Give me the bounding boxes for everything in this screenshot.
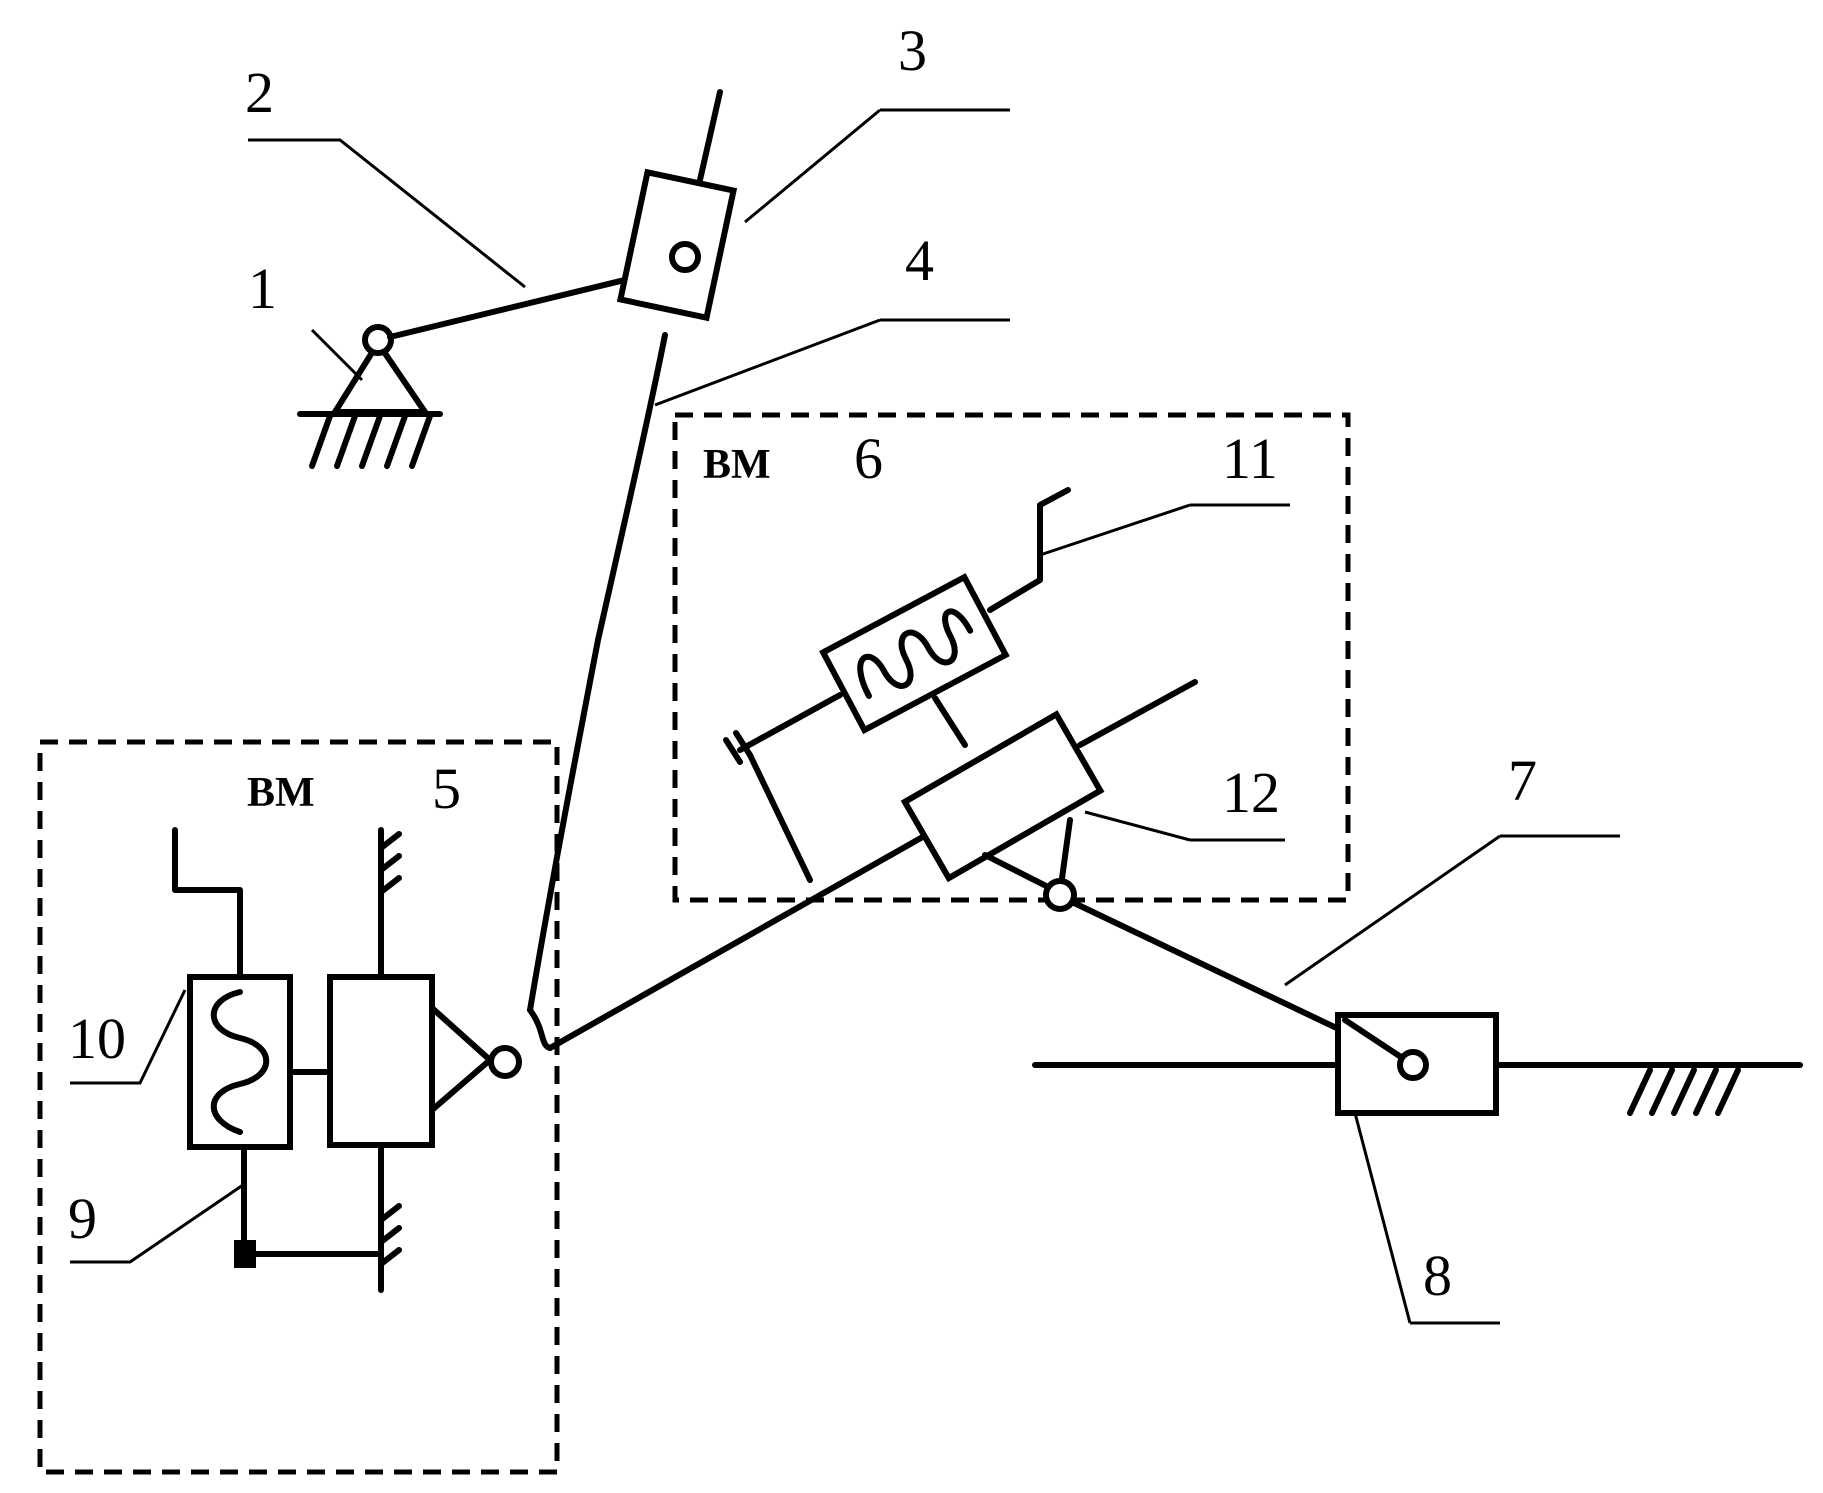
actuator-block-5: [330, 977, 490, 1145]
lower-spring-guide: [381, 1145, 399, 1290]
hydraulic-cylinder-12: [905, 714, 1101, 878]
label-12: 12: [1222, 760, 1280, 825]
cylinder-piston-rod: [1080, 682, 1195, 745]
bellows-11: [823, 577, 1006, 730]
label-3: 3: [898, 18, 927, 83]
label-5: 5: [432, 756, 461, 821]
coupler-link: [530, 830, 935, 1048]
upper-spring-guide: [381, 830, 399, 977]
bellows-10: [190, 977, 290, 1147]
label-4: 4: [905, 228, 934, 293]
fixed-pivot-support: [300, 327, 440, 466]
right-ground-hatch: [1630, 1070, 1738, 1113]
pipe-end-block: [234, 1240, 256, 1268]
label-1: 1: [248, 256, 277, 321]
label-11: 11: [1222, 426, 1278, 491]
bm-unit-5-boundary: [40, 742, 557, 1472]
output-joint-pin: [1046, 881, 1074, 909]
slider-8-pin: [1400, 1052, 1426, 1078]
support-arm: [750, 755, 810, 880]
slider-pin: [672, 244, 698, 270]
bellows-11-cylinder-link: [935, 698, 965, 745]
label-8: 8: [1423, 1243, 1452, 1308]
bellows-inlet-pipe: [175, 830, 240, 977]
label-9: 9: [68, 1186, 97, 1251]
label-7: 7: [1508, 748, 1537, 813]
label-bm-left: BM: [247, 770, 315, 816]
label-bm-right: BM: [703, 442, 771, 488]
bellows-11-inlet-pipe: [740, 695, 840, 750]
label-2: 2: [245, 60, 274, 125]
label-6: 6: [854, 426, 883, 491]
lower-joint-pin: [491, 1048, 519, 1076]
label-10: 10: [68, 1006, 126, 1071]
capacitor-symbol: [726, 733, 750, 762]
leader-lines: [70, 110, 1620, 1323]
